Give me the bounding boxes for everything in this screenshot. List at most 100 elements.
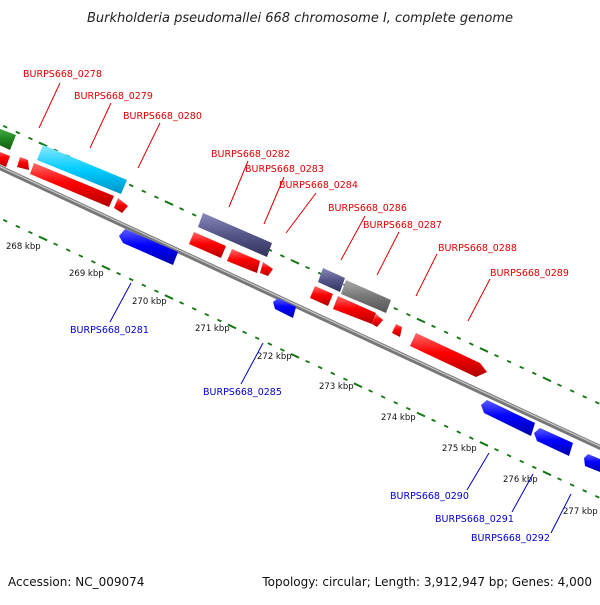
- gene-arrow-forward[interactable]: [114, 198, 128, 213]
- tick-mark: [154, 289, 159, 293]
- tick-mark: [494, 447, 499, 452]
- genome-summary-text: Topology: circular; Length: 3,912,947 bp…: [261, 575, 592, 589]
- tick-mark: [101, 264, 111, 271]
- tick-mark: [116, 271, 121, 276]
- gene-label-burps668-0291[interactable]: BURPS668_0291: [435, 514, 514, 525]
- reverse-gene-labels: BURPS668_0281 BURPS668_0285 BURPS668_029…: [70, 325, 550, 544]
- gene-label-burps668-0292[interactable]: BURPS668_0292: [471, 533, 550, 544]
- leader-line: [466, 452, 490, 491]
- tick-mark: [557, 477, 562, 481]
- kbp-label: 270 kbp: [132, 297, 167, 307]
- gene-label-burps668-0280[interactable]: BURPS668_0280: [123, 111, 202, 122]
- tick-mark: [330, 371, 336, 376]
- tick-mark: [594, 494, 600, 499]
- tick-mark: [179, 301, 184, 305]
- tick-mark: [15, 224, 21, 229]
- tick-mark: [542, 470, 552, 477]
- gene-label-burps668-0289[interactable]: BURPS668_0289: [490, 268, 569, 279]
- tick-mark: [317, 365, 323, 370]
- gene-label-burps668-0279[interactable]: BURPS668_0279: [74, 91, 153, 102]
- leader-line: [376, 231, 400, 276]
- tick-mark: [594, 400, 600, 405]
- label-leader-lines: [38, 82, 572, 534]
- tick-mark: [38, 141, 48, 148]
- tick-mark: [406, 406, 411, 411]
- leader-line: [511, 473, 534, 513]
- gene-label-burps668-0284[interactable]: BURPS668_0284: [279, 180, 358, 191]
- forward-gene-labels: BURPS668_0278 BURPS668_0279 BURPS668_028…: [23, 69, 569, 279]
- tick-mark: [38, 235, 48, 242]
- gene-label-burps668-0283[interactable]: BURPS668_0283: [245, 164, 324, 175]
- gene-label-burps668-0285[interactable]: BURPS668_0285: [203, 387, 282, 398]
- gene-label-burps668-0281[interactable]: BURPS668_0281: [70, 325, 149, 336]
- tick-mark: [406, 312, 411, 317]
- tick-mark: [164, 200, 174, 206]
- kbp-label: 275 kbp: [442, 444, 477, 454]
- cds-track: [0, 127, 391, 313]
- tick-mark: [368, 389, 373, 393]
- tick-mark: [443, 424, 449, 429]
- gene-feature-0287-highlight[interactable]: [341, 280, 391, 313]
- gene-arrow-forward[interactable]: [310, 286, 333, 306]
- tick-mark: [2, 218, 8, 223]
- leader-line: [550, 493, 572, 534]
- gene-arrow-forward[interactable]: [189, 232, 226, 258]
- gene-feature-0279-highlight[interactable]: [37, 145, 127, 194]
- tick-mark: [290, 352, 300, 359]
- tick-mark: [343, 377, 348, 382]
- tick-mark: [191, 307, 197, 311]
- gene-arrow-forward[interactable]: [392, 324, 402, 337]
- gene-arrow-reverse[interactable]: [534, 428, 573, 456]
- kbp-label: 272 kbp: [257, 352, 292, 362]
- gene-feature-0282-highlight[interactable]: [198, 213, 272, 257]
- leader-line: [415, 253, 438, 297]
- gene-arrow-forward[interactable]: [17, 157, 29, 170]
- tick-mark: [141, 283, 147, 288]
- gene-feature-0286-highlight[interactable]: [318, 268, 345, 292]
- gene-arrow-forward[interactable]: [410, 333, 487, 377]
- tick-mark: [519, 365, 525, 370]
- gene-arrow-forward[interactable]: [333, 296, 376, 324]
- tick-mark: [431, 324, 436, 329]
- tick-mark: [506, 453, 512, 458]
- gene-label-burps668-0288[interactable]: BURPS668_0288: [438, 243, 517, 254]
- tick-mark: [531, 371, 537, 376]
- gene-arrow-forward[interactable]: [260, 262, 273, 276]
- tick-mark: [494, 353, 499, 358]
- gene-arrow-reverse[interactable]: [584, 454, 600, 472]
- tick-mark: [179, 207, 184, 211]
- tick-mark: [53, 242, 58, 247]
- tick-mark: [91, 260, 96, 264]
- leader-line: [340, 215, 366, 261]
- tick-mark: [141, 189, 147, 194]
- tick-mark: [267, 342, 273, 346]
- gene-arrow-reverse[interactable]: [481, 400, 535, 436]
- gene-arrow-forward[interactable]: [30, 163, 114, 207]
- kbp-label: 274 kbp: [381, 413, 416, 423]
- tick-mark: [65, 248, 71, 252]
- gene-feature-green[interactable]: [0, 127, 16, 150]
- tick-mark: [582, 395, 588, 399]
- gene-arrow-forward[interactable]: [372, 314, 383, 327]
- gene-label-burps668-0282[interactable]: BURPS668_0282: [211, 149, 290, 160]
- tick-mark: [191, 213, 197, 217]
- scale-labels: 268 kbp 269 kbp 270 kbp 271 kbp 272 kbp …: [6, 242, 598, 517]
- leader-line: [89, 102, 112, 149]
- gene-arrow-forward[interactable]: [0, 150, 10, 167]
- gene-label-burps668-0286[interactable]: BURPS668_0286: [328, 203, 407, 214]
- tick-mark: [128, 277, 134, 282]
- gene-label-burps668-0290[interactable]: BURPS668_0290: [390, 491, 469, 502]
- gene-arrow-reverse[interactable]: [273, 298, 296, 318]
- tick-mark: [227, 323, 237, 330]
- tick-mark: [506, 359, 512, 364]
- tick-mark: [128, 183, 134, 188]
- tick-mark: [443, 330, 449, 335]
- chromosome-backbone: [0, 164, 600, 451]
- gene-arrow-reverse[interactable]: [119, 229, 178, 265]
- gene-label-burps668-0287[interactable]: BURPS668_0287: [363, 220, 442, 231]
- gene-label-burps668-0278[interactable]: BURPS668_0278: [23, 69, 102, 80]
- reverse-strand-track: [119, 229, 600, 472]
- gene-arrow-forward[interactable]: [227, 249, 260, 273]
